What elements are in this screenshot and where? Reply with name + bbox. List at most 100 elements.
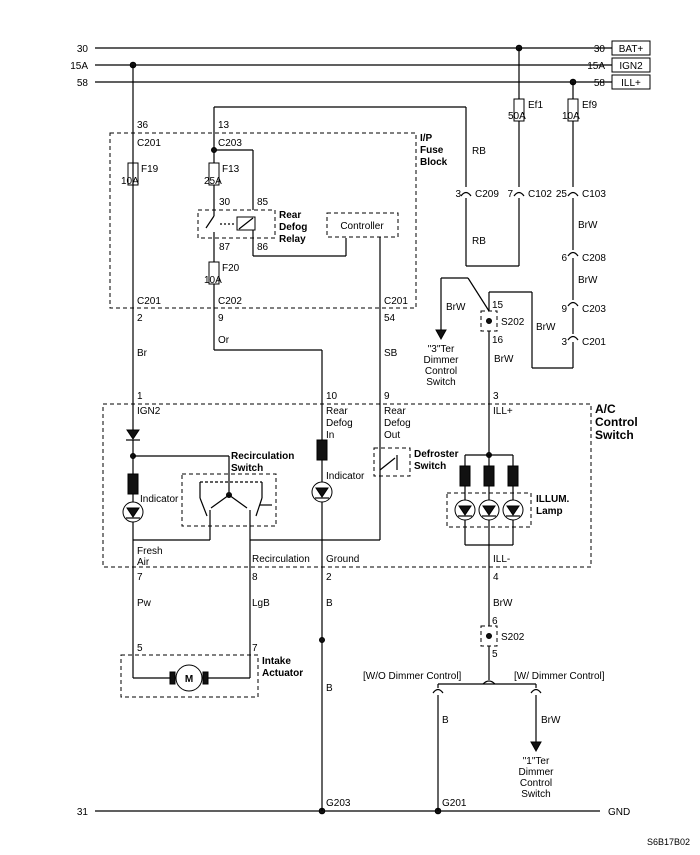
wire-pw: Pw <box>137 598 152 609</box>
relay-pin-85: 85 <box>257 197 269 208</box>
fresh-air-2: Air <box>137 557 150 568</box>
rear-defog-out-3: Out <box>384 430 400 441</box>
rail-ill-number: 58 <box>77 78 89 89</box>
actuator-title-1: Intake <box>262 656 291 667</box>
fuse-f13-amp: 25A <box>204 176 222 187</box>
actuator-title-2: Actuator <box>262 668 303 679</box>
ground-number: 31 <box>77 807 89 818</box>
c203-top-label: C203 <box>218 138 242 149</box>
ground-rail: 31 GND G203 G201 <box>77 798 630 818</box>
ac-pin-1: 1 <box>137 391 143 402</box>
ac-switch-title-2: Control <box>595 415 638 429</box>
rear-defog-out-1: Rear <box>384 406 406 417</box>
dimmer1-line-2: Dimmer <box>519 767 555 778</box>
dimmer3-line-3: Control <box>425 366 457 377</box>
ac-pin-2: 2 <box>326 572 332 583</box>
ground-tag: GND <box>608 807 630 818</box>
fuse-f20-amp: 10A <box>204 275 222 286</box>
actuator-pin-7: 7 <box>252 643 258 654</box>
intake-actuator: 5 7 M Intake Actuator <box>120 640 303 698</box>
fuse-ef9-amp: 10A <box>562 111 580 122</box>
recirculation-label: Recirculation <box>252 554 310 565</box>
ac-pin-9: 9 <box>384 391 390 402</box>
mid-wiring: Br Or SB <box>137 305 398 455</box>
engine-fuses: Ef1 50A Ef9 10A <box>508 48 597 187</box>
ac-pin-4: 4 <box>493 572 499 583</box>
c201-bottom-right-label: C201 <box>384 296 408 307</box>
c209-label: C209 <box>475 189 499 200</box>
fresh-air-1: Fresh <box>137 546 163 557</box>
dimmer1-line-4: Switch <box>521 789 550 800</box>
relay-pin-86: 86 <box>257 242 269 253</box>
rail-bat-number: 30 <box>77 44 89 55</box>
fuse-f20-label: F20 <box>222 263 240 274</box>
rear-defog-in-3: In <box>326 430 334 441</box>
pin-2: 2 <box>137 313 143 324</box>
fuse-ef9-label: Ef9 <box>582 100 597 111</box>
fuse-f19-label: F19 <box>141 164 159 175</box>
recirc-switch-title-2: Switch <box>231 463 263 474</box>
fuse-ef1-amp: 50A <box>508 111 526 122</box>
diagram-code: S6B17B02 <box>647 837 690 847</box>
ac-pin-3: 3 <box>493 391 499 402</box>
recirc-switch-title-1: Recirculation <box>231 451 294 462</box>
c103-pin: 25 <box>556 189 568 200</box>
wire-brw-ill-minus: BrW <box>493 598 513 609</box>
power-rails: 30 15A 58 30 15A 58 BAT+ IGN2 ILL+ <box>70 40 651 90</box>
ac-switch-title-1: A/C <box>595 402 616 416</box>
ac-switch-title-3: Switch <box>595 428 634 442</box>
s202-bot-in-pin: 6 <box>492 616 498 627</box>
pin-13: 13 <box>218 120 230 131</box>
c208-pin: 6 <box>561 253 567 264</box>
relay-title-3: Relay <box>279 234 306 245</box>
connectors-upper-right: 3 C209 RB RB 7 C102 25 C103 BrW 6 C208 B… <box>424 146 606 455</box>
defroster-title-1: Defroster <box>414 449 459 460</box>
relay-pin-87: 87 <box>219 242 231 253</box>
actuator-pin-5: 5 <box>137 643 143 654</box>
c102-label: C102 <box>528 189 552 200</box>
illum-lamp-title-2: Lamp <box>536 506 563 517</box>
rail-ign-tag: IGN2 <box>619 61 643 72</box>
rear-defog-out-2: Defog <box>384 418 411 429</box>
rail-bat-tag: BAT+ <box>619 44 644 55</box>
ac-pin-10: 10 <box>326 391 338 402</box>
wire-brw-dimmer1: BrW <box>541 715 561 726</box>
ground-g201-label: G201 <box>442 798 467 809</box>
wire-brw-c103: BrW <box>578 220 598 231</box>
c201-right-label: C201 <box>582 337 606 348</box>
dimmer1-line-3: Control <box>520 778 552 789</box>
indicator-left-label: Indicator <box>140 494 179 505</box>
fuse-block-title-3: Block <box>420 157 448 168</box>
wire-br: Br <box>137 348 148 359</box>
ac-pin-7: 7 <box>137 572 143 583</box>
wire-rb-lower: RB <box>472 236 486 247</box>
dimmer3-line-2: Dimmer <box>424 355 460 366</box>
wire-b-ground: B <box>326 598 333 609</box>
ground-g203-label: G203 <box>326 798 351 809</box>
s202-bot-out-pin: 5 <box>492 649 498 660</box>
defroster-title-2: Switch <box>414 461 446 472</box>
rail-ill-tag: ILL+ <box>621 78 641 89</box>
dimmer1-line-1: "1"Ter <box>523 756 550 767</box>
rail-bat-right-number: 30 <box>594 44 606 55</box>
relay-pin-30: 30 <box>219 197 231 208</box>
c103-label: C103 <box>582 189 606 200</box>
pin-9: 9 <box>218 313 224 324</box>
relay-title-2: Defog <box>279 222 307 233</box>
wire-b-g201: B <box>442 715 449 726</box>
ac-ill-plus-label: ILL+ <box>493 406 513 417</box>
rail-ign-right-number: 15A <box>587 61 605 72</box>
rail-ign-number: 15A <box>70 61 88 72</box>
fuse-ef1-label: Ef1 <box>528 100 543 111</box>
ill-minus-label: ILL- <box>493 554 510 565</box>
rear-defog-in-2: Defog <box>326 418 353 429</box>
controller-label: Controller <box>340 221 384 232</box>
wire-rb-upper: RB <box>472 146 486 157</box>
fuse-block-title-1: I/P <box>420 133 433 144</box>
c201-top-label: C201 <box>137 138 161 149</box>
wire-brw-c208: BrW <box>578 275 598 286</box>
s202-top-in-pin: 15 <box>492 300 504 311</box>
motor-label: M <box>185 674 193 685</box>
wire-brw-dimmer3: BrW <box>446 302 466 313</box>
c208-label: C208 <box>582 253 606 264</box>
